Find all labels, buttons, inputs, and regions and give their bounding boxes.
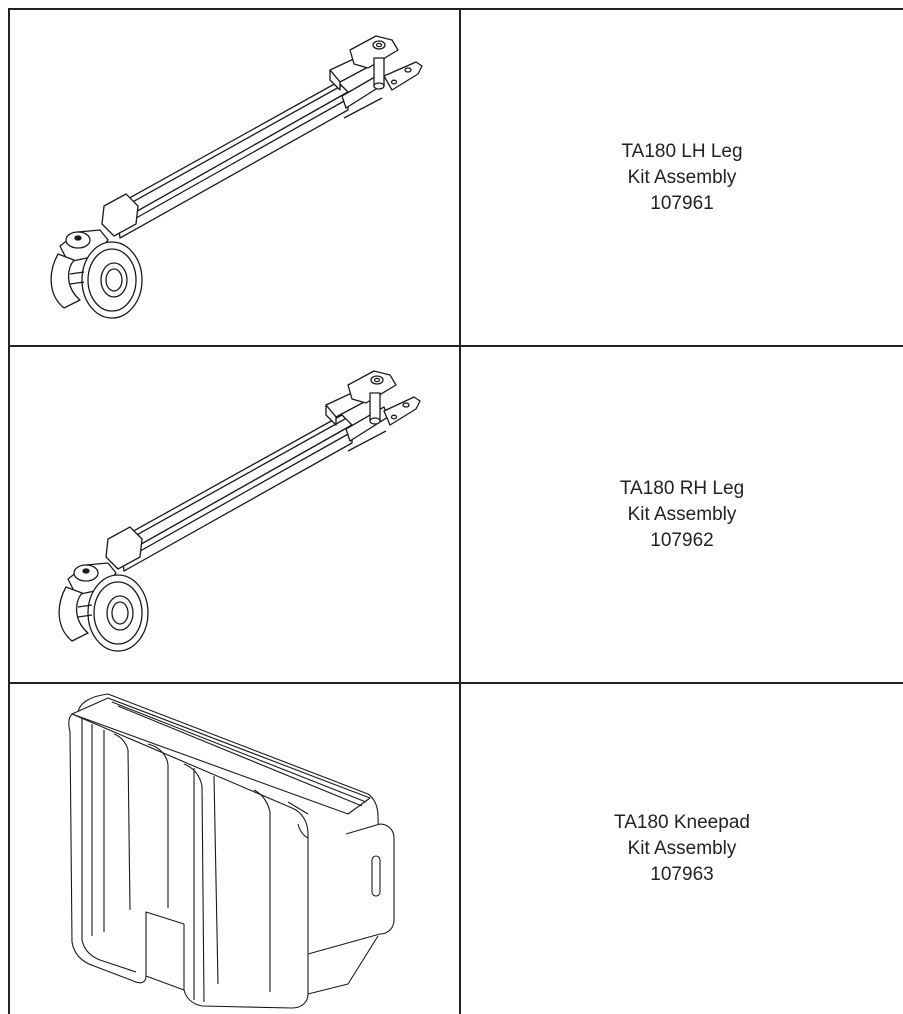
- part-image-cell: [8, 10, 460, 345]
- part-label-cell: TA180 Kneepad Kit Assembly 107963: [461, 684, 903, 1014]
- part-label: TA180 Kneepad Kit Assembly 107963: [614, 810, 750, 888]
- parts-table: TA180 LH Leg Kit Assembly 107961: [8, 8, 903, 1014]
- table-row: TA180 RH Leg Kit Assembly 107962: [8, 347, 903, 682]
- kneepad-drawing: [68, 693, 395, 1009]
- part-name: TA180 LH Leg: [621, 140, 743, 162]
- part-number: 107962: [650, 529, 714, 551]
- part-label: TA180 RH Leg Kit Assembly 107962: [620, 476, 744, 554]
- part-name: TA180 RH Leg: [619, 477, 745, 499]
- part-label-cell: TA180 RH Leg Kit Assembly 107962: [461, 347, 903, 682]
- table-row-divider: [8, 345, 903, 347]
- part-label: TA180 LH Leg Kit Assembly 107961: [621, 139, 742, 217]
- part-image-cell: [8, 347, 460, 682]
- part-label-cell: TA180 LH Leg Kit Assembly 107961: [461, 10, 903, 345]
- table-divider-center: [459, 8, 461, 1014]
- table-border-top: [8, 8, 903, 10]
- part-name: TA180 Kneepad: [614, 812, 750, 833]
- part-number: 107961: [650, 192, 714, 214]
- table-row: TA180 LH Leg Kit Assembly 107961: [8, 10, 903, 345]
- part-kit: Kit Assembly: [627, 503, 737, 525]
- rh-leg-drawing: [58, 370, 421, 652]
- table-border-left: [8, 8, 10, 1014]
- table-row-divider: [8, 682, 903, 684]
- part-image-cell: [8, 684, 460, 1014]
- part-kit: Kit Assembly: [627, 838, 737, 859]
- part-number: 107963: [650, 864, 714, 885]
- part-kit: Kit Assembly: [627, 166, 737, 188]
- table-row: TA180 Kneepad Kit Assembly 107963: [8, 684, 903, 1014]
- lh-leg-drawing: [50, 35, 423, 319]
